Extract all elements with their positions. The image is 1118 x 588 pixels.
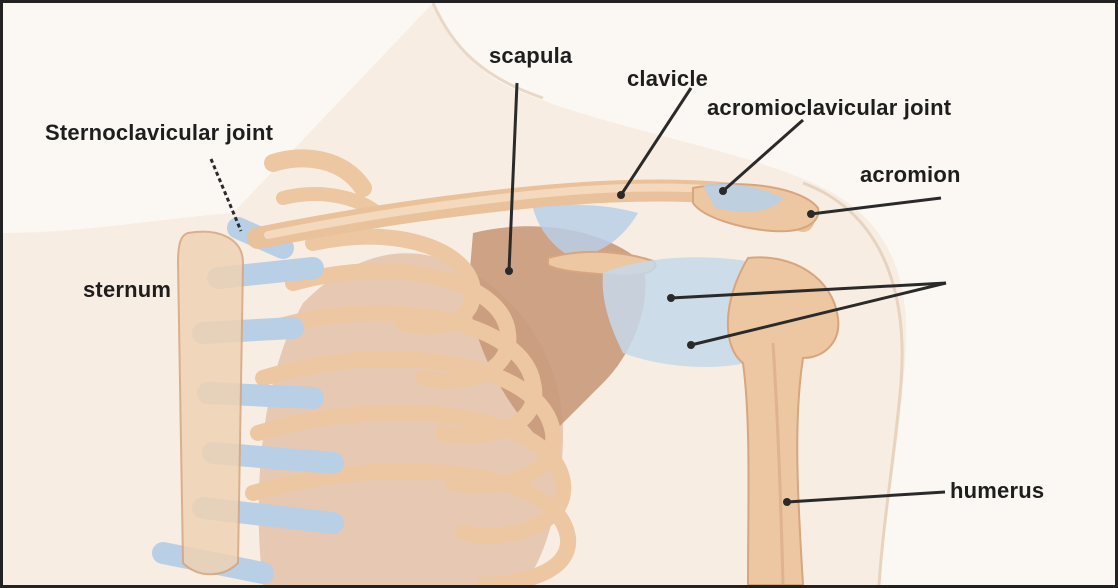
label-humerus: humerus (950, 478, 1044, 504)
label-clavicle: clavicle (627, 66, 708, 92)
label-scapula: scapula (489, 43, 572, 69)
sternum-bone (178, 232, 243, 575)
label-acromion: acromion (860, 162, 961, 188)
label-acromioclavicular-joint: acromioclavicular joint (707, 95, 951, 121)
label-sternoclavicular-joint: Sternoclavicular joint (45, 120, 273, 146)
label-sternum: sternum (83, 277, 171, 303)
